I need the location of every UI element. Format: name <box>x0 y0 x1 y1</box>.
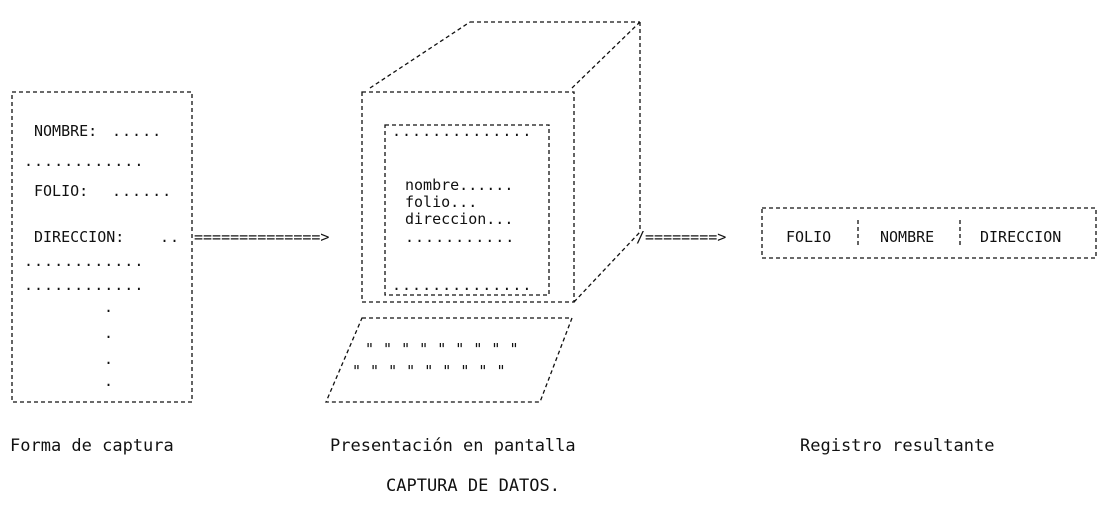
arrow-screen-to-record: /========> <box>636 228 726 246</box>
form-label-folio: FOLIO: <box>34 182 88 200</box>
record-col-folio: FOLIO <box>786 228 831 246</box>
arrow-form-to-screen: ==============> <box>194 228 329 246</box>
keyboard-keys: " " " " " " " " " <box>352 362 506 380</box>
form-vertical-dots: . <box>104 372 113 390</box>
form-label-direccion: DIRECCION: <box>34 228 124 246</box>
screen-dots: .............. <box>392 276 532 294</box>
form-dots: ............ <box>24 252 144 270</box>
screen-field-nombre: nombre...... <box>405 176 513 194</box>
keyboard-outline <box>325 317 573 403</box>
diagram-title: CAPTURA DE DATOS. <box>386 476 560 496</box>
record-caption: Registro resultante <box>800 436 995 456</box>
monitor-screen <box>384 124 550 296</box>
form-dots: ...... <box>112 182 172 200</box>
form-label-nombre: NOMBRE: <box>34 122 97 140</box>
screen-field-folio: folio... <box>405 193 477 211</box>
form-dots: .. <box>160 228 180 246</box>
monitor-depth-top-left <box>369 21 471 89</box>
record-col-direccion: DIRECCION <box>980 228 1061 246</box>
form-vertical-dots: . <box>104 324 113 342</box>
monitor-front <box>361 91 575 303</box>
monitor-depth-bottom-right <box>573 231 641 303</box>
screen-field-direccion: direccion... <box>405 210 513 228</box>
screen-dots: .............. <box>392 122 532 140</box>
form-vertical-dots: . <box>104 298 113 316</box>
form-caption: Forma de captura <box>10 436 174 456</box>
form-vertical-dots: . <box>104 350 113 368</box>
screen-caption: Presentación en pantalla <box>330 436 576 456</box>
record-col-nombre: NOMBRE <box>880 228 934 246</box>
screen-dots: ........... <box>405 228 515 246</box>
form-dots: ............ <box>24 152 144 170</box>
form-dots: ............ <box>24 276 144 294</box>
monitor-depth-top-right <box>571 21 641 89</box>
keyboard-keys: " " " " " " " " " <box>365 340 519 358</box>
form-dots: ..... <box>112 122 162 140</box>
record-box <box>761 207 1097 259</box>
